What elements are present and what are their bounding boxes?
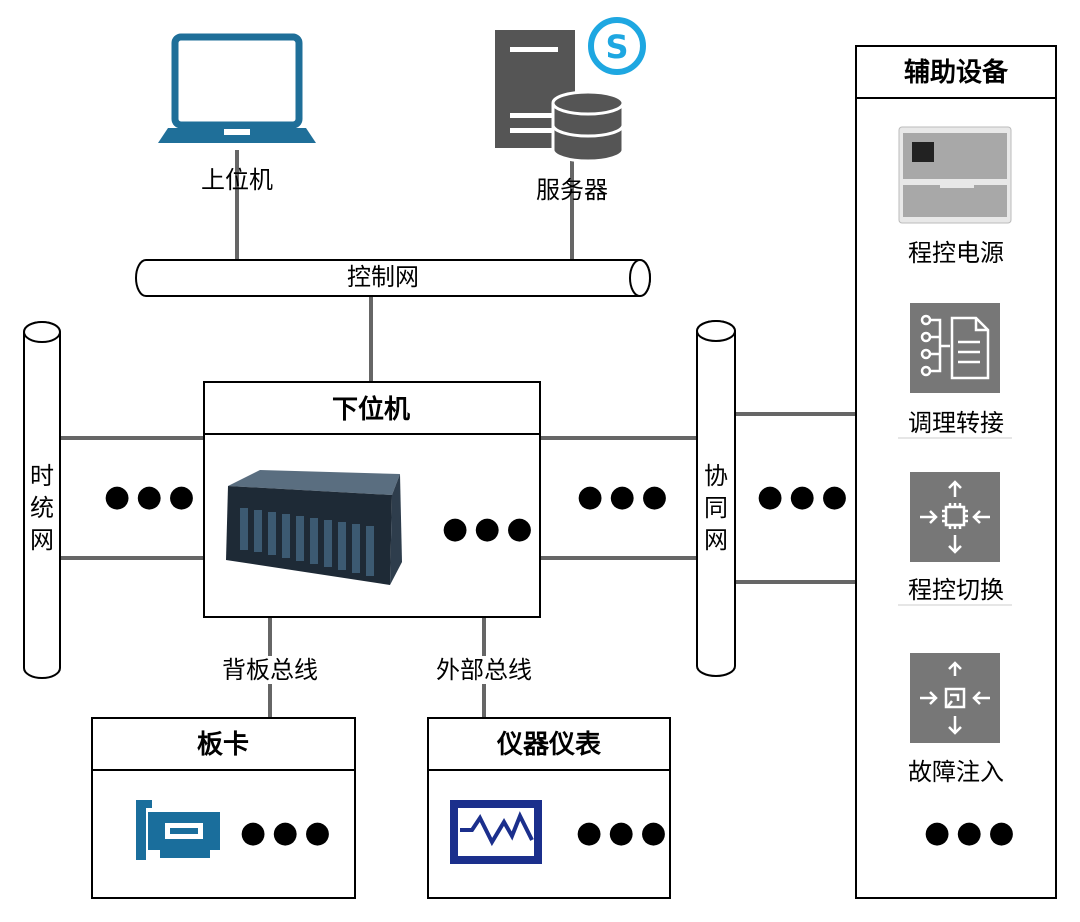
- fault-injection-icon: [910, 653, 1000, 743]
- aux-item-label: 故障注入: [908, 758, 1004, 786]
- svg-text:S: S: [605, 28, 628, 66]
- ellipsis-coop-right: ●●●: [757, 479, 854, 514]
- ellipsis-instruments: ●●●: [576, 815, 673, 850]
- ellipsis-coop-left: ●●●: [577, 479, 674, 514]
- lower-pc-title: 下位机: [331, 395, 411, 425]
- instruments-title: 仪器仪表: [496, 730, 602, 760]
- backplane-bus-label: 背板总线: [222, 656, 318, 684]
- laptop-icon: [158, 33, 316, 143]
- switch-matrix-icon: [910, 472, 1000, 562]
- ellipsis-aux: ●●●: [924, 815, 1021, 850]
- rack-server-icon: [226, 470, 402, 585]
- board-card-title: 板卡: [196, 730, 250, 760]
- external-bus-label: 外部总线: [436, 656, 532, 684]
- connection-lines: [60, 150, 856, 718]
- control-net-label: 控制网: [347, 263, 419, 291]
- aux-devices-title: 辅助设备: [903, 58, 1009, 88]
- host-pc-label: 上位机: [201, 166, 273, 194]
- pci-card-icon: [136, 800, 220, 860]
- ellipsis-timing: ●●●: [104, 479, 201, 514]
- skype-logo: S: [588, 17, 646, 75]
- server-label: 服务器: [536, 176, 608, 204]
- coop-net-label: 协同网: [704, 462, 728, 554]
- aux-item-label: 程控电源: [908, 239, 1004, 267]
- oscilloscope-icon: [450, 800, 542, 864]
- server-icon: [495, 30, 625, 163]
- aux-label-separators: [898, 437, 1012, 606]
- board-card-box: [91, 717, 356, 899]
- coop-net-cylinder: [696, 320, 736, 677]
- control-net-cylinder: [135, 259, 651, 297]
- ellipsis-lower-pc: ●●●: [442, 511, 539, 546]
- aux-item-label: 程控切换: [908, 576, 1004, 604]
- programmable-power-supply-icon: [898, 126, 1012, 224]
- ellipsis-board-card: ●●●: [240, 815, 337, 850]
- signal-conditioning-icon: [910, 303, 1000, 393]
- aux-item-label: 调理转接: [908, 409, 1004, 437]
- timing-net-label: 时统网: [30, 462, 54, 554]
- timing-net-cylinder: [23, 321, 61, 679]
